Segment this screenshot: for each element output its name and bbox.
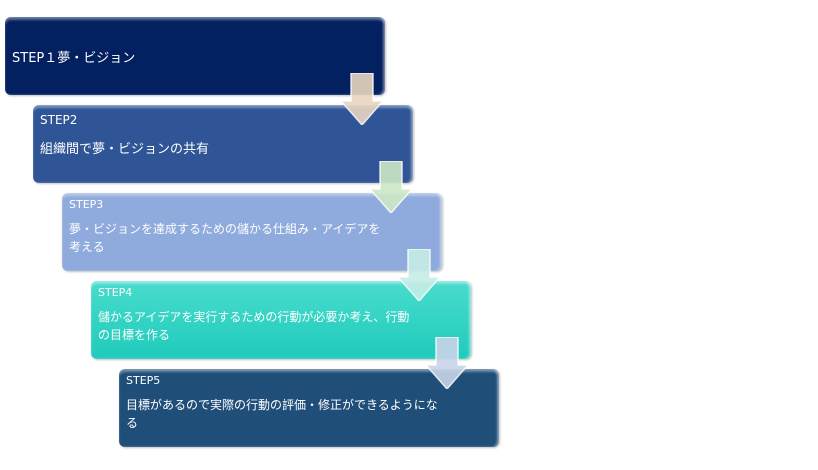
- step-2-text: 組織間で夢・ビジョンの共有: [40, 142, 210, 157]
- down-arrow-icon: [426, 337, 468, 389]
- down-arrow-icon: [341, 73, 383, 125]
- step-4-label: STEP4: [98, 286, 133, 299]
- step-4-box: STEP4 儲かるアイデアを実行するための行動が必要か考え、行動の目標を作る: [91, 281, 471, 359]
- step-5-box: STEP5 目標があるので実際の行動の評価・修正ができるようになる: [119, 369, 499, 447]
- step-3-label: STEP3: [69, 198, 104, 211]
- step-5-label: STEP5: [126, 374, 161, 387]
- step-1-title: STEP１夢・ビジョン: [12, 51, 136, 66]
- step-4-text: 儲かるアイデアを実行するための行動が必要か考え、行動の目標を作る: [98, 310, 410, 342]
- step-1-box: STEP１夢・ビジョン: [5, 17, 385, 95]
- down-arrow-icon: [398, 249, 440, 301]
- step-2-label: STEP2: [40, 113, 78, 127]
- step-5-text: 目標があるので実際の行動の評価・修正ができるようになる: [126, 398, 438, 430]
- step-3-text: 夢・ビジョンを達成するための儲かる仕組み・アイデアを考える: [69, 222, 381, 254]
- step-2-box: STEP2 組織間で夢・ビジョンの共有: [33, 105, 413, 183]
- step-3-box: STEP3 夢・ビジョンを達成するための儲かる仕組み・アイデアを考える: [62, 193, 442, 271]
- down-arrow-icon: [370, 161, 412, 213]
